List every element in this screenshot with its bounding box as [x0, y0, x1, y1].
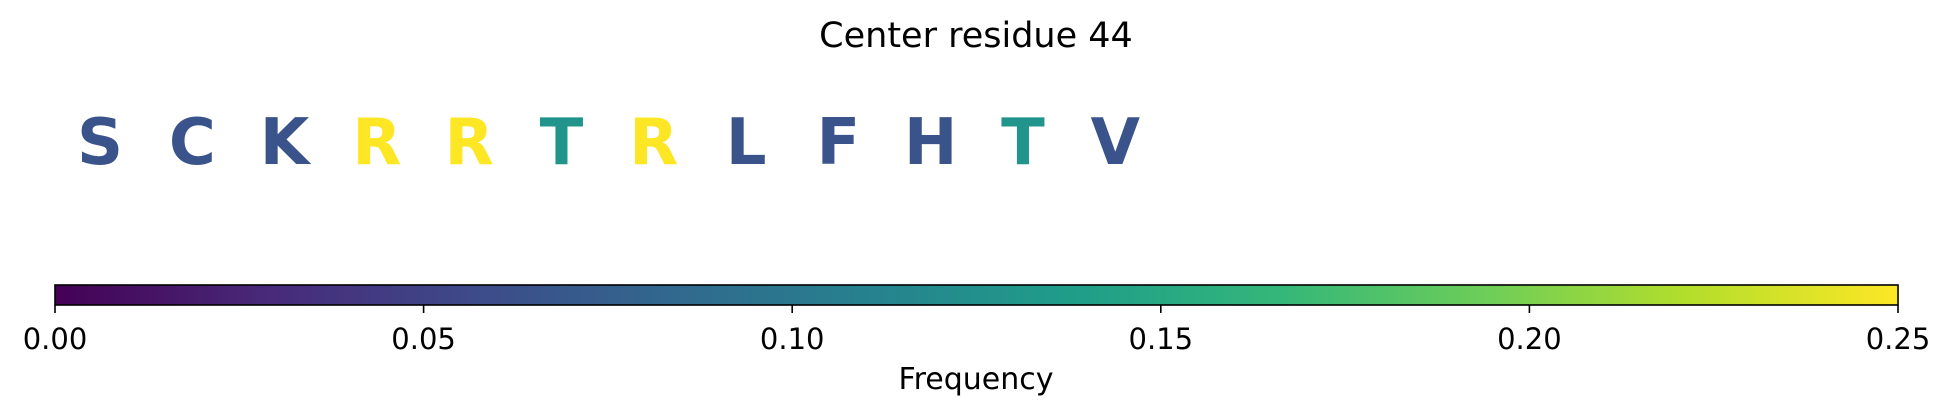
colorbar-tick-label: 0.10 [760, 322, 825, 356]
chart-title: Center residue 44 [819, 16, 1133, 56]
residue-letter: T [540, 106, 584, 180]
residue-letter: S [77, 106, 123, 180]
colorbar-tick-label: 0.15 [1129, 322, 1194, 356]
residue-letter: K [260, 106, 312, 180]
colorbar-tick-label: 0.00 [23, 322, 88, 356]
colorbar: 0.00 0.05 0.10 0.15 0.20 0.25 Frequency [23, 284, 1931, 397]
residue-letter: R [352, 106, 401, 180]
colorbar-ticks: 0.00 0.05 0.10 0.15 0.20 0.25 [23, 305, 1931, 356]
colorbar-tick-label: 0.05 [391, 322, 456, 356]
residue-letter: F [817, 106, 861, 180]
residue-letter: L [726, 106, 767, 180]
residue-letter: R [629, 106, 678, 180]
colorbar-tick-label: 0.25 [1866, 322, 1931, 356]
residue-letter: V [1091, 106, 1141, 180]
residue-letter: R [445, 106, 494, 180]
residue-letter: T [1001, 106, 1045, 180]
residue-letter: C [169, 106, 216, 180]
residue-letter: H [904, 106, 958, 180]
colorbar-gradient [54, 284, 1899, 306]
colorbar-tick-label: 0.20 [1497, 322, 1562, 356]
colorbar-label: Frequency [899, 362, 1054, 397]
